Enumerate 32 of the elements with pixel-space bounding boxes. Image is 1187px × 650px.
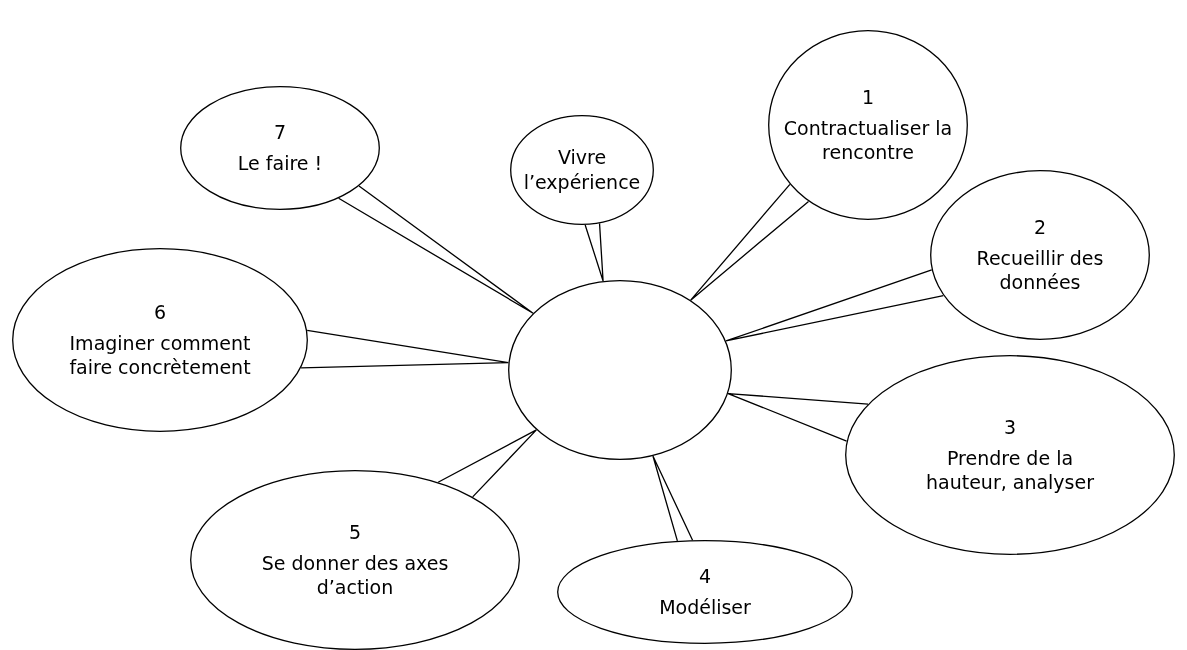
step-label: Prendre de la hauteur, analyser	[924, 445, 1096, 496]
step-label: Se donner des axes d’action	[260, 550, 450, 601]
step-number: 5	[348, 519, 362, 545]
speech-bubble	[557, 540, 853, 644]
speech-bubble	[180, 86, 380, 210]
step-number: 4	[698, 564, 712, 589]
step-number: 2	[1033, 214, 1047, 240]
step-number: 6	[153, 299, 167, 325]
bubble-tail	[652, 455, 694, 542]
speech-bubble	[845, 355, 1175, 555]
bubble-tail	[337, 185, 534, 314]
step-label: Imaginer comment faire concrètement	[68, 330, 252, 381]
bubble-tail	[725, 269, 944, 342]
step-number: 3	[1003, 414, 1017, 440]
step-number: 7	[273, 120, 287, 145]
step-number: 1	[861, 84, 875, 110]
bubble-tail	[300, 329, 509, 369]
bubble-tail	[727, 392, 869, 442]
bubble-tail	[437, 429, 538, 498]
speech-bubble	[190, 470, 520, 650]
bubble-tail	[690, 183, 810, 301]
step-label: Vivre l’expérience	[522, 145, 642, 195]
speech-bubble	[768, 30, 968, 220]
step-label: Contractualiser la rencontre	[783, 115, 953, 166]
step-label: Recueillir des données	[975, 245, 1105, 296]
step-label: Modéliser	[659, 595, 751, 620]
speech-bubble	[12, 248, 308, 432]
bubble-tail	[584, 222, 604, 282]
step-label: Le faire !	[237, 151, 323, 176]
speech-bubble	[930, 170, 1150, 340]
empty-circle	[508, 280, 732, 460]
speech-bubble	[510, 115, 654, 225]
